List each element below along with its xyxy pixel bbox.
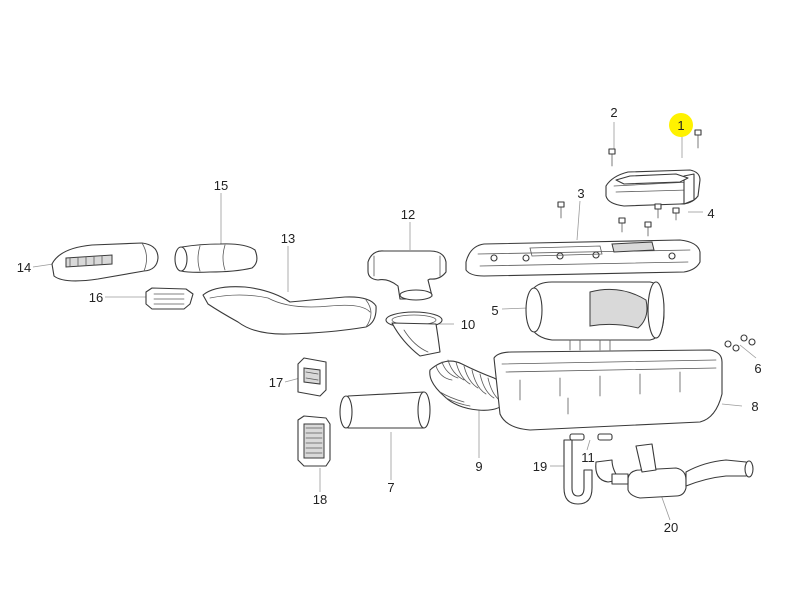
callout-20: 20 — [664, 520, 678, 535]
part-4-screws — [557, 201, 680, 237]
part-6-small-parts — [724, 334, 756, 352]
callout-16: 16 — [89, 290, 103, 305]
part-17-bracket — [297, 357, 327, 397]
callout-18: 18 — [313, 492, 327, 507]
callout-11: 11 — [581, 450, 595, 465]
part-3-base-plate — [465, 239, 701, 277]
callout-5: 5 — [491, 303, 498, 318]
callout-8: 8 — [751, 399, 758, 414]
part-13-flat-duct — [202, 286, 377, 335]
part-2-screws — [608, 129, 702, 167]
part-19-u-pipe — [563, 439, 593, 505]
callout-10: 10 — [461, 317, 475, 332]
callout-17: 17 — [269, 375, 283, 390]
callout-4: 4 — [707, 206, 714, 221]
callout-19: 19 — [533, 459, 547, 474]
callout-14: 14 — [17, 260, 31, 275]
callout-1: 1 — [677, 118, 684, 133]
part-5-heater — [525, 281, 665, 351]
part-18-outlet-grille — [297, 415, 331, 467]
callout-3: 3 — [577, 186, 584, 201]
part-20-muffler — [611, 443, 754, 499]
callout-15: 15 — [214, 178, 228, 193]
callout-13: 13 — [281, 231, 295, 246]
part-15-short-hose — [174, 243, 258, 273]
part-8-housing — [493, 349, 723, 431]
part-10-elbow-flange — [385, 311, 443, 357]
callout-labels: 1 2 3 4 5 6 7 8 9 10 11 12 13 14 15 16 1… — [17, 105, 762, 535]
callout-12: 12 — [401, 207, 415, 222]
part-12-t-piece — [367, 250, 447, 301]
callout-6: 6 — [754, 361, 761, 376]
callout-9: 9 — [475, 459, 482, 474]
part-14-intake-grille — [51, 242, 159, 282]
callout-1-highlight — [669, 113, 693, 137]
callout-7: 7 — [387, 480, 394, 495]
part-16-grille-plate — [145, 287, 194, 310]
part-7-cylinder — [339, 391, 431, 429]
part-1-top-cover — [605, 169, 701, 207]
callout-2: 2 — [610, 105, 617, 120]
